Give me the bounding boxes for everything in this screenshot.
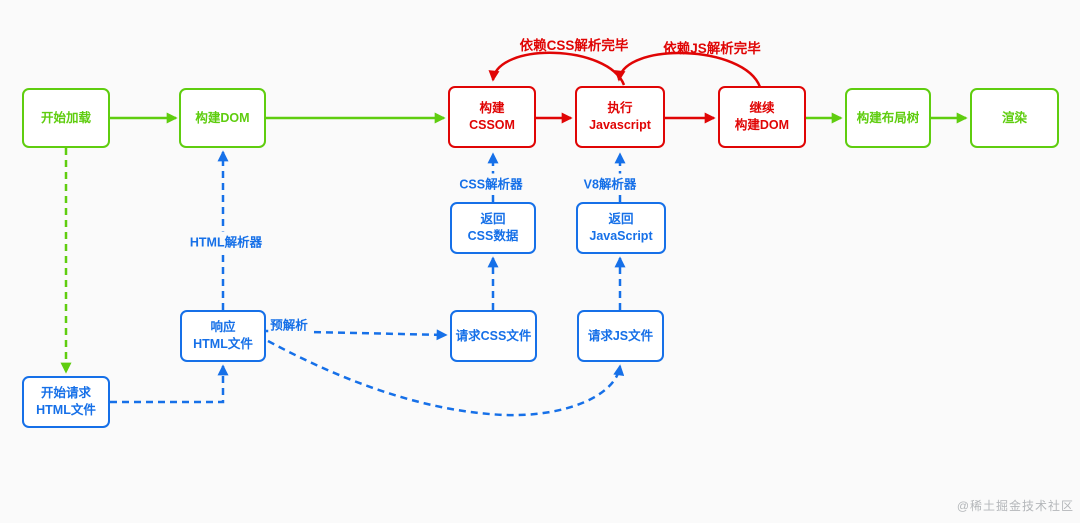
node-label: 请求JS文件 xyxy=(587,328,654,343)
node-label: 构建DOM xyxy=(195,110,250,125)
label-dep-js-parse-done: 依赖JS解析完毕 xyxy=(663,41,761,56)
watermark: @稀土掘金技术社区 xyxy=(956,499,1074,513)
label-html-parser: HTML解析器 xyxy=(187,231,265,251)
label-pre-parse: 预解析 xyxy=(268,314,310,334)
flow-node-return-css-data: 返回 CSS数据 xyxy=(450,202,536,254)
node-label: 渲染 xyxy=(1001,110,1027,125)
node-label: 构建布局树 xyxy=(856,110,920,125)
edge-exec-js-to-cssom-dependency xyxy=(488,51,626,86)
flow-node-return-javascript: 返回 JavaScript xyxy=(576,202,666,254)
node-label: Javascript xyxy=(589,118,651,132)
flow-node-respond-html-file: 响应 HTML文件 xyxy=(180,310,266,362)
flow-node-start-load: 开始加载 xyxy=(22,88,110,148)
node-label: 构建 xyxy=(479,101,505,116)
node-label: HTML文件 xyxy=(36,403,96,417)
flow-node-render: 渲染 xyxy=(970,88,1059,148)
node-label: 构建DOM xyxy=(734,118,790,132)
node-label: 响应 xyxy=(210,320,236,335)
node-label: 请求CSS文件 xyxy=(455,328,532,343)
flow-node-build-dom: 构建DOM xyxy=(179,88,266,148)
flow-node-build-layout-tree: 构建布局树 xyxy=(845,88,931,148)
node-label: 开始请求 xyxy=(40,386,91,401)
node-label: CSSOM xyxy=(469,118,515,132)
node-label: HTML文件 xyxy=(193,337,253,351)
node-label: 执行 xyxy=(607,101,633,116)
flow-node-request-js-file: 请求JS文件 xyxy=(577,310,664,362)
node-label: CSS数据 xyxy=(467,229,519,243)
node-label: 返回 xyxy=(608,212,634,227)
label-dep-css-parse-done: 依赖CSS解析完毕 xyxy=(519,38,629,53)
edge-respond-html-to-request-js xyxy=(267,339,625,417)
edge-start-request-to-respond-html xyxy=(110,364,229,404)
flow-node-continue-build-dom: 继续构建DOM xyxy=(718,86,806,148)
label-v8-parser: V8解析器 xyxy=(581,173,639,193)
node-label: 继续 xyxy=(749,101,775,116)
node-label: JavaScript xyxy=(589,229,653,243)
label-css-parser: CSS解析器 xyxy=(457,173,525,193)
flow-node-exec-javascript: 执行 Javascript xyxy=(575,86,665,148)
flow-node-request-css-file: 请求CSS文件 xyxy=(450,310,537,362)
edge-continue-dom-to-exec-js-dependency xyxy=(614,51,762,88)
flow-node-start-request-html-file: 开始请求 HTML文件 xyxy=(22,376,110,428)
node-label: 返回 xyxy=(480,212,506,227)
flow-node-build-cssom: 构建 CSSOM xyxy=(448,86,536,148)
node-label: 开始加载 xyxy=(40,110,91,125)
